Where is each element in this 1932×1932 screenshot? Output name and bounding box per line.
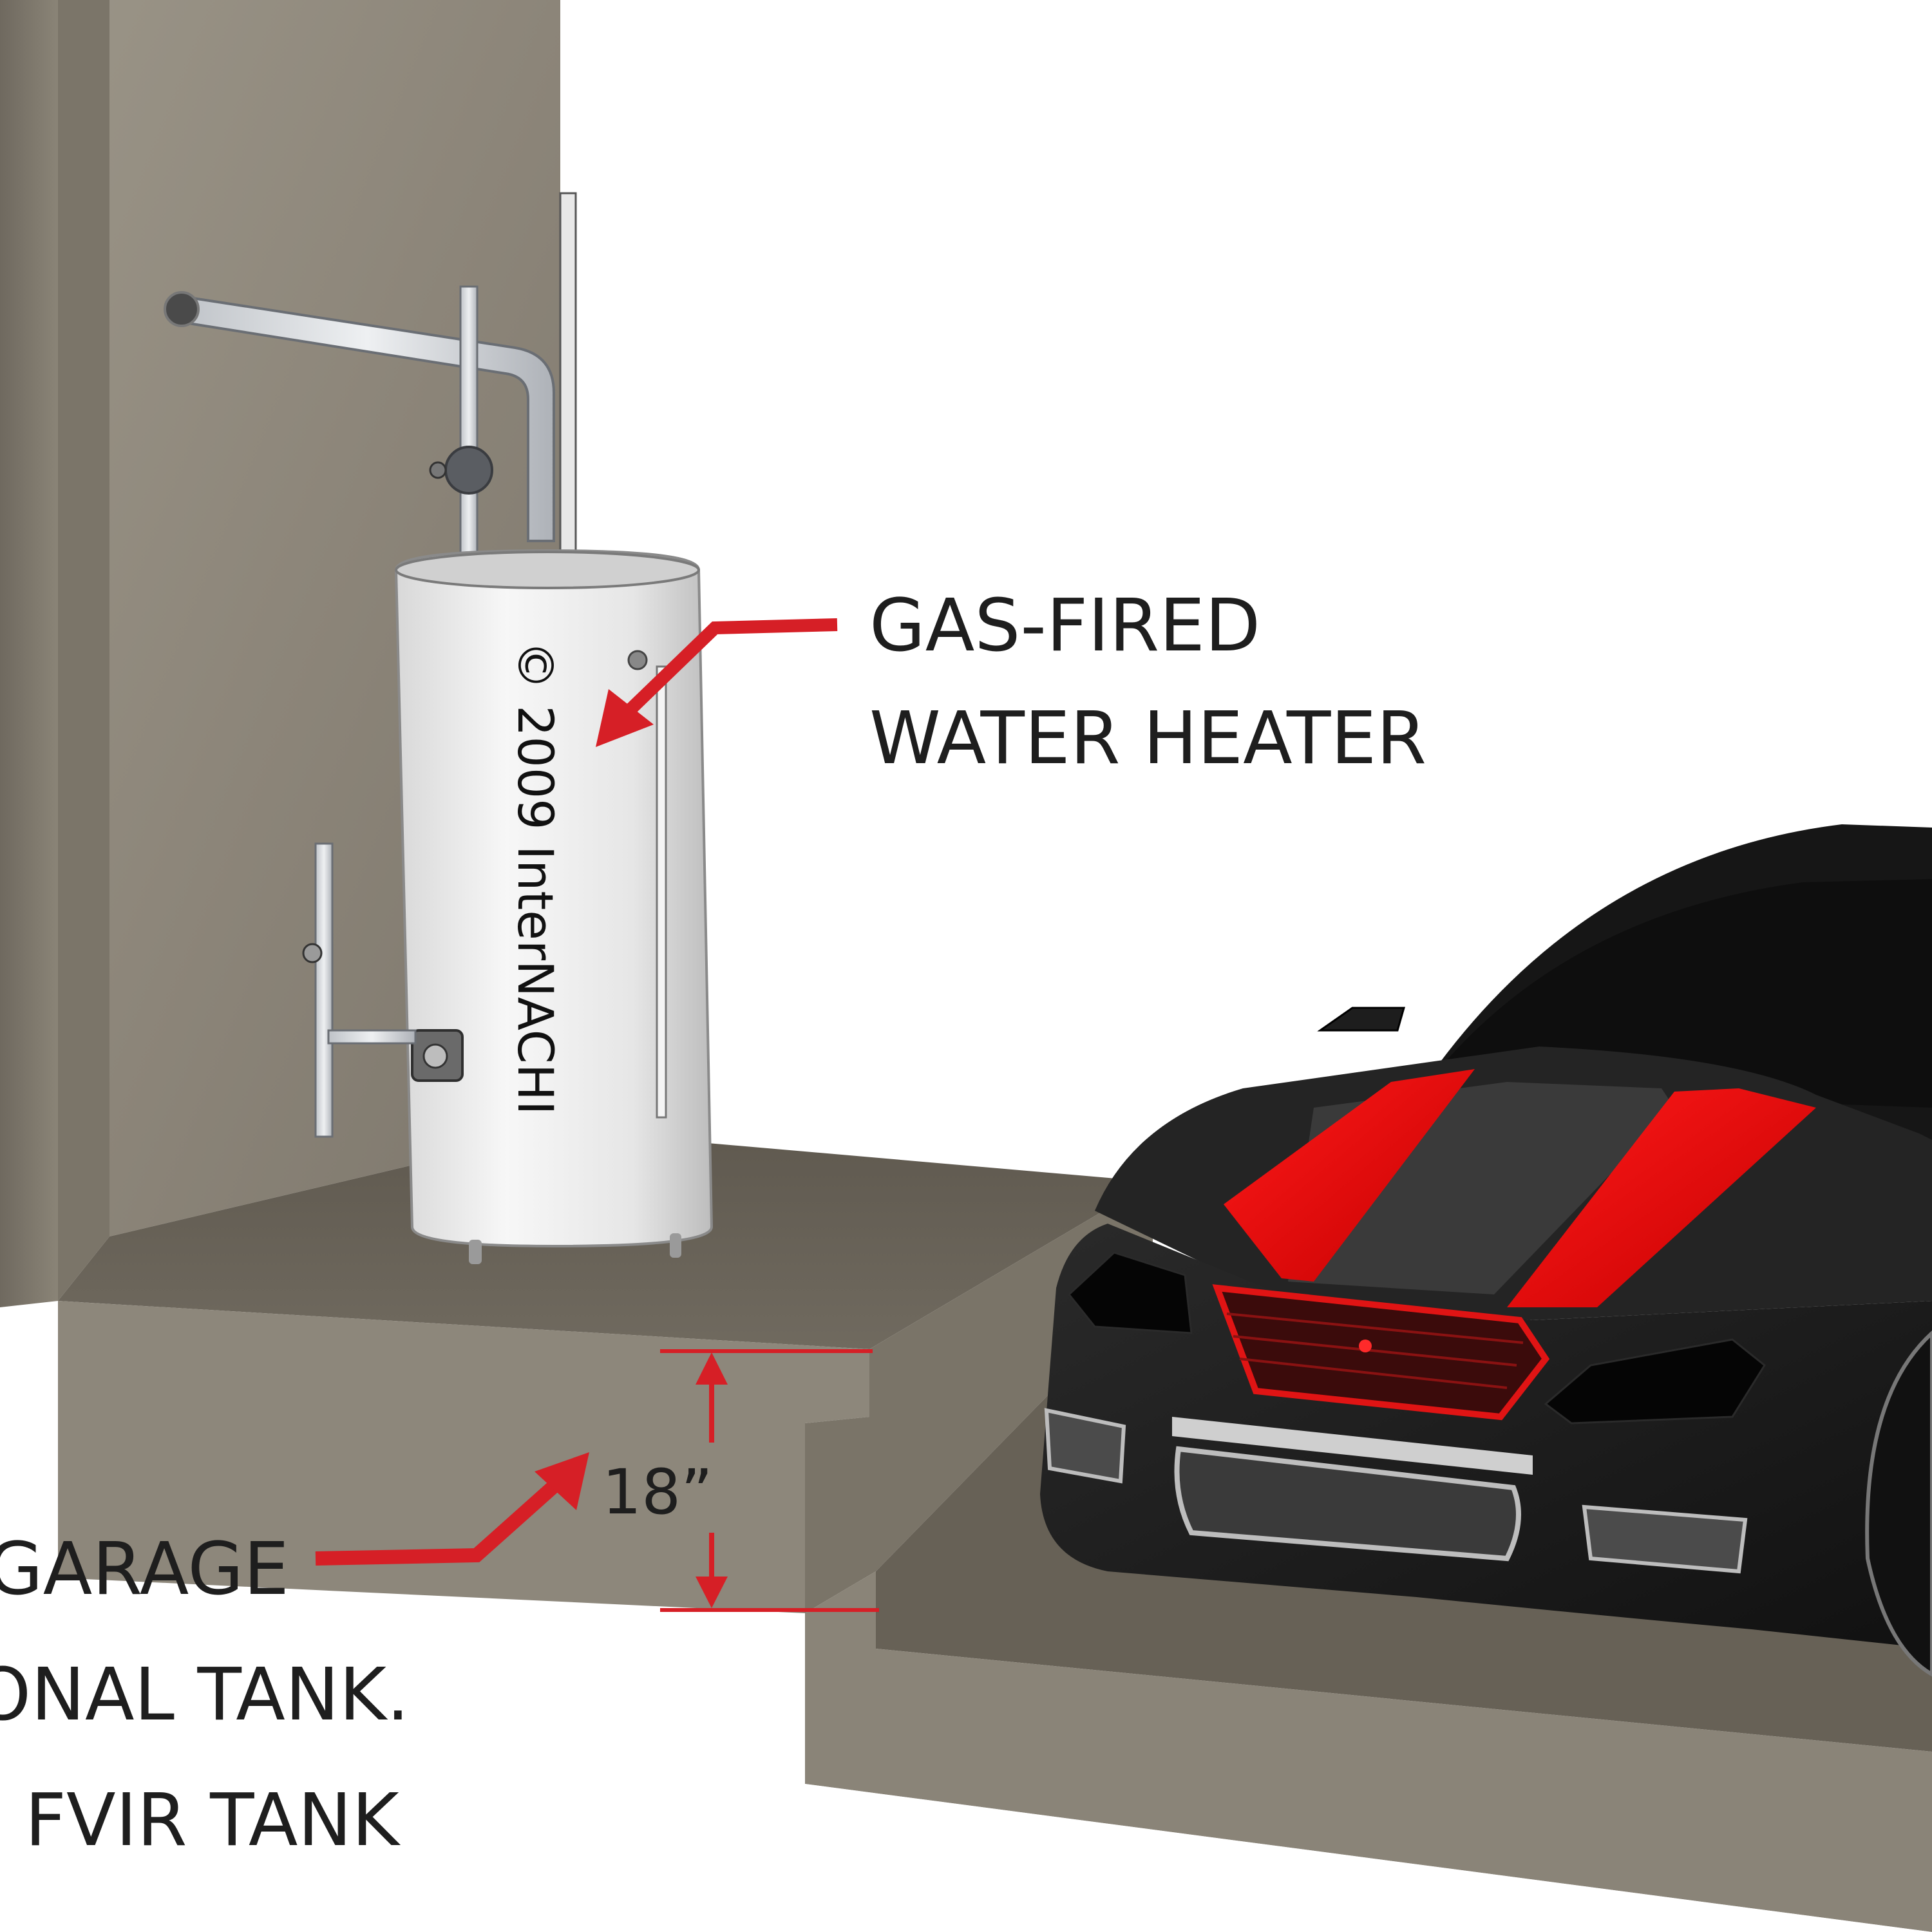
gas-line-horizontal bbox=[327, 1029, 417, 1045]
vent-piping bbox=[164, 192, 577, 581]
fog-light-left-icon bbox=[1044, 1408, 1126, 1484]
labels: GAS-FIRED WATER HEATER 18” GARAGE ONAL T… bbox=[0, 584, 1426, 1862]
upper-slab-front bbox=[58, 1301, 869, 1613]
car bbox=[1040, 824, 1932, 1677]
gas-shutoff-icon bbox=[302, 943, 323, 963]
bumper-strip bbox=[1172, 1417, 1533, 1475]
tank-leg bbox=[670, 1233, 681, 1258]
tank-marking: © 2009 InterNACHI bbox=[507, 641, 564, 1115]
garage-slab-lower-front bbox=[805, 1784, 1932, 1932]
dimension-arrowhead-down-icon bbox=[696, 1577, 728, 1608]
heater-label-line2: WATER HEATER bbox=[869, 697, 1426, 781]
measurement-label: 18” bbox=[602, 1456, 713, 1528]
grille-slats bbox=[1226, 1312, 1524, 1389]
valve-knob-icon bbox=[429, 461, 447, 479]
heater-arrowhead-icon bbox=[596, 689, 654, 747]
wheel-icon bbox=[1865, 1330, 1932, 1677]
garage-slab-front bbox=[805, 1571, 1932, 1932]
garage-callout-arrow bbox=[315, 1469, 572, 1566]
heater-callout-arrow bbox=[614, 618, 838, 726]
fog-light-right-icon bbox=[1582, 1504, 1748, 1574]
flue-pipe bbox=[559, 192, 577, 581]
gas-line bbox=[314, 842, 334, 1138]
annotations bbox=[315, 618, 879, 1612]
headlight-left-icon bbox=[1067, 1251, 1193, 1334]
hood-stripe-right bbox=[1507, 1088, 1816, 1307]
dimension-arrowhead-up-icon bbox=[696, 1352, 728, 1385]
garage-label-line3: I FVIR TANK bbox=[0, 1779, 401, 1862]
garage-label-line2: ONAL TANK. bbox=[0, 1653, 410, 1737]
supply-pipe bbox=[459, 285, 478, 565]
vent-opening-icon bbox=[164, 291, 200, 327]
relief-pipe bbox=[656, 665, 667, 1119]
relief-valve-icon bbox=[627, 650, 648, 670]
lower-intake-icon bbox=[1174, 1446, 1521, 1562]
control-dial-icon bbox=[422, 1043, 448, 1069]
wall-front-edge bbox=[0, 0, 58, 1307]
headlight-right-icon bbox=[1544, 1338, 1766, 1425]
heater-label-line1: GAS-FIRED bbox=[869, 584, 1260, 668]
grille-emblem-icon bbox=[1359, 1340, 1372, 1352]
gas-valve-icon bbox=[444, 446, 493, 495]
tank-top bbox=[395, 551, 700, 589]
wall-left-face bbox=[58, 0, 109, 1301]
hood-stripe-left bbox=[1224, 1069, 1475, 1282]
tank-leg bbox=[469, 1240, 482, 1264]
garage-arrowhead-icon bbox=[535, 1452, 589, 1510]
garage-label-line1: GARAGE bbox=[0, 1528, 289, 1611]
side-mirror-icon bbox=[1317, 1007, 1405, 1032]
